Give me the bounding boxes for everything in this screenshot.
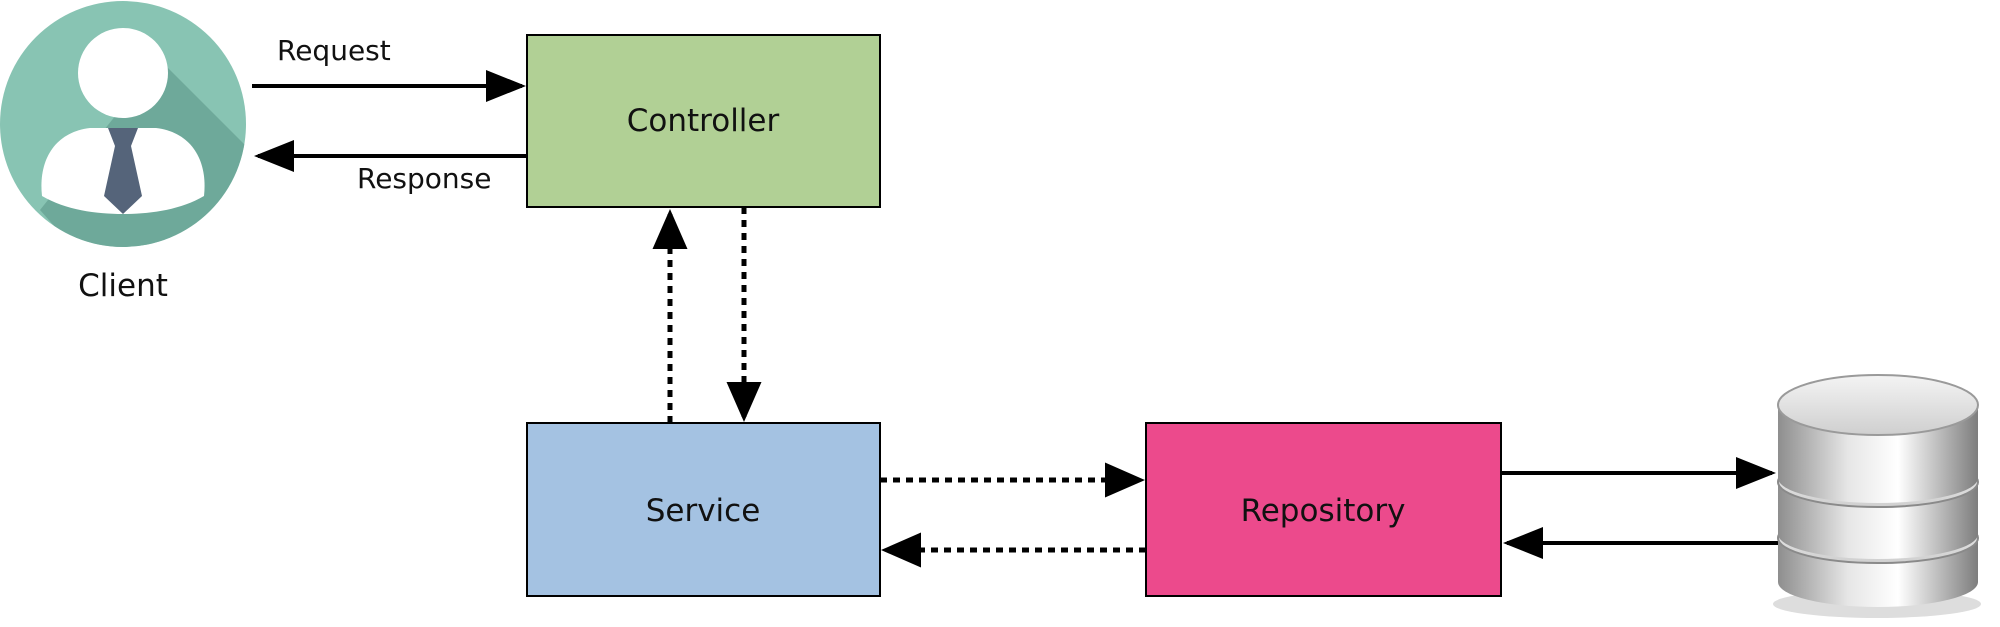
response-label: Response — [357, 162, 491, 195]
service-label: Service — [646, 493, 761, 529]
repository-label: Repository — [1241, 493, 1406, 529]
service-box — [526, 422, 881, 597]
tie-icon — [104, 128, 142, 214]
controller-box — [526, 34, 881, 208]
request-label: Request — [277, 34, 391, 67]
avatar-head — [78, 28, 168, 118]
repository-box — [1145, 422, 1502, 597]
client-avatar-icon — [0, 1, 246, 247]
client-label: Client — [78, 268, 168, 304]
database-icon — [1773, 374, 1981, 618]
database-top — [1777, 374, 1979, 436]
controller-label: Controller — [627, 103, 780, 139]
